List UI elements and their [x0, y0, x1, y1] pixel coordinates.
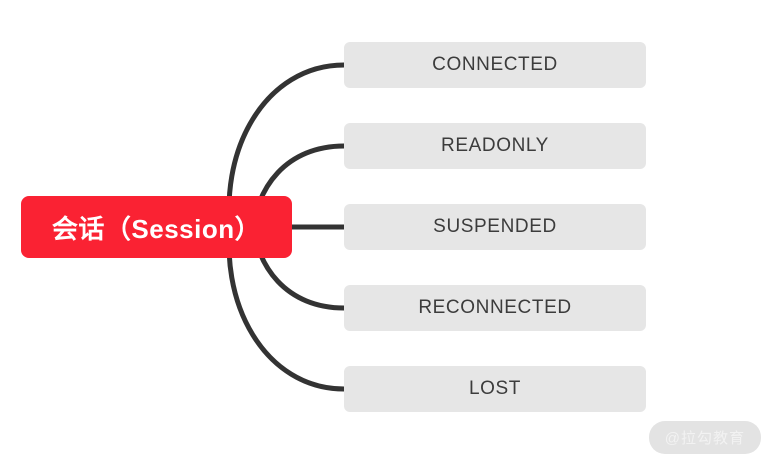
watermark-badge: @拉勾教育: [648, 421, 761, 454]
watermark-label: @拉勾教育: [664, 430, 745, 447]
root-node-label: 会话（Session）: [51, 213, 262, 244]
leaf-node-lost[interactable]: LOST: [344, 366, 646, 412]
leaf-node-suspended[interactable]: SUSPENDED: [344, 204, 646, 250]
leaf-node-readonly[interactable]: READONLY: [344, 123, 646, 169]
leaf-node-label: CONNECTED: [432, 54, 558, 75]
leaf-node-connected[interactable]: CONNECTED: [344, 42, 646, 88]
leaf-node-label: RECONNECTED: [418, 297, 572, 318]
leaf-node-label: SUSPENDED: [433, 216, 557, 237]
root-node-session[interactable]: 会话（Session）: [21, 196, 292, 258]
leaf-node-reconnected[interactable]: RECONNECTED: [344, 285, 646, 331]
leaf-node-label: LOST: [468, 378, 522, 399]
leaf-node-label: READONLY: [441, 135, 549, 156]
